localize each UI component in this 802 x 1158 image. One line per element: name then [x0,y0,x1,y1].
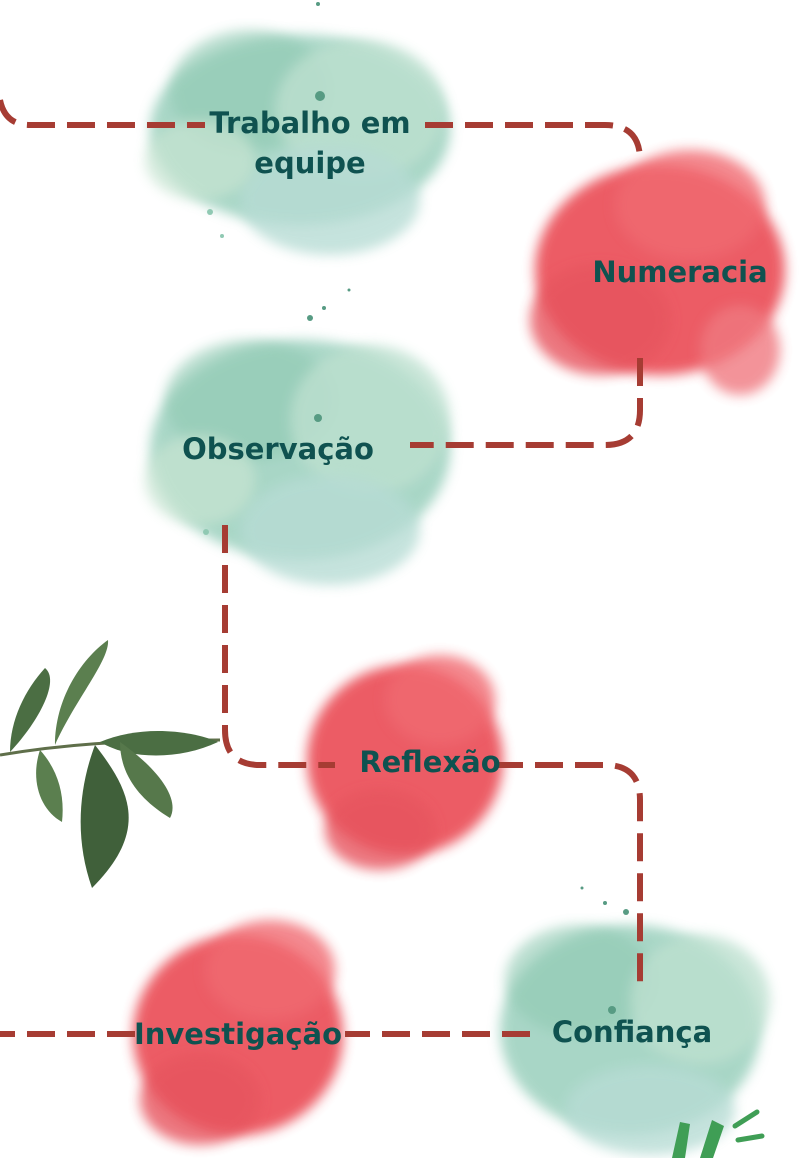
node-blob-investigacao [133,920,343,1145]
node-blob-trabalho [145,2,450,255]
node-blob-observacao [145,288,450,585]
node-blob-confianca [500,886,770,1155]
connector-reflexao-to-confianca [495,762,643,985]
node-label-confianca: Confiança [551,1015,713,1049]
node-label-investigacao: Investigação [133,1017,343,1051]
connector-trabalho-to-numeracia [425,122,643,161]
node-label-numeracia: Numeracia [592,255,768,289]
node-label-observacao: Observação [182,432,374,466]
node-label-trabalho-line2: equipe [254,146,366,180]
connector-observacao-to-reflexao [222,525,335,768]
sparkle-icon [672,1109,765,1158]
leaf-branch-icon [0,640,221,888]
node-blob-reflexao [307,655,503,870]
node-label-reflexao: Reflexão [359,745,501,779]
connector-start-to-trabalho [0,99,205,128]
connector-numeracia-to-observacao [410,358,643,448]
node-label-trabalho: Trabalho em equipe [209,103,410,183]
node-blob-numeracia [530,150,785,395]
node-label-trabalho-line1: Trabalho em [209,106,411,140]
